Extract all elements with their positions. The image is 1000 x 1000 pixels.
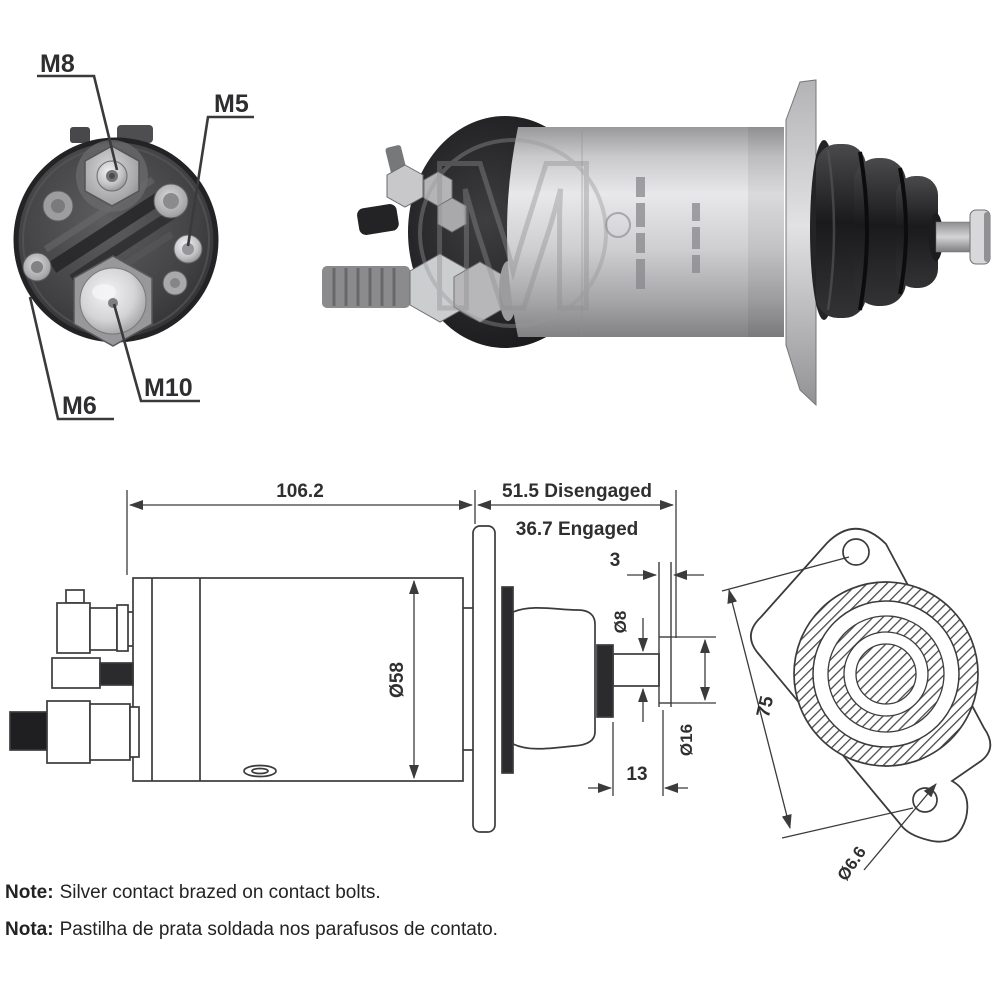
watermark-logo: M xyxy=(418,116,608,356)
note-portuguese: Nota:Pastilha de prata soldada nos paraf… xyxy=(5,919,498,941)
photo-rubber-boot xyxy=(816,144,938,318)
boot-plate xyxy=(501,586,514,774)
drain-hole xyxy=(243,764,277,778)
flange-dim-lines xyxy=(721,556,937,871)
leader-m6 xyxy=(28,296,114,421)
dim-hole-distance: 75 xyxy=(753,694,778,720)
note-english-text: Silver contact brazed on contact bolts. xyxy=(59,882,381,903)
boss-bottom-right xyxy=(162,270,188,296)
dim-body-length: 106.2 xyxy=(276,481,324,502)
photo-body-cylinder xyxy=(507,127,784,337)
label-m6: M6 xyxy=(62,392,97,420)
mounting-hole-bottom xyxy=(912,787,938,813)
flange-outline xyxy=(472,525,496,833)
threaded-stud xyxy=(9,711,48,751)
dim-hole-diameter: Ø6.6 xyxy=(834,843,870,884)
end-view-photo: M8 M5 M10 M6 xyxy=(13,50,254,421)
flange-view: 75 Ø6.6 xyxy=(721,527,992,884)
dim-body-diameter: Ø58 xyxy=(387,662,408,698)
boss-top-right xyxy=(153,183,189,219)
mid-terminal xyxy=(99,662,134,686)
terminal-m10-bolt xyxy=(73,255,153,347)
watermark-letter: M xyxy=(426,118,601,353)
note-english-label: Note: xyxy=(5,882,54,903)
leader-m8 xyxy=(37,74,119,171)
label-m5: M5 xyxy=(214,90,249,118)
boot-outline xyxy=(512,607,596,750)
sideview-outline xyxy=(132,525,672,833)
dim-shaft-length: 13 xyxy=(626,764,647,785)
sideview-terminals xyxy=(9,589,140,764)
dim-disc-diameter: Ø16 xyxy=(677,724,696,756)
photo-body-shade-band xyxy=(748,127,784,337)
terminal-m8-bolt xyxy=(76,140,148,212)
label-m8: M8 xyxy=(40,50,75,78)
photo-stamped-markings xyxy=(605,177,700,289)
plunger-shaft xyxy=(612,653,660,687)
plunger-base xyxy=(596,644,614,718)
note-portuguese-text: Pastilha de prata soldada nos parafusos … xyxy=(59,919,498,940)
boss-top-left xyxy=(42,190,74,222)
dim-hole-dia-leader xyxy=(863,783,937,871)
bolt-left xyxy=(22,252,52,282)
leader-m10 xyxy=(112,303,200,403)
note-portuguese-label: Nota: xyxy=(5,919,54,940)
dim-disc-thickness: 3 xyxy=(610,550,621,571)
product-photo: M xyxy=(322,79,991,407)
dimension-drawing: 106.2 51.5 Disengaged 36.7 Engaged 3 Ø8 … xyxy=(9,481,992,884)
leader-m5 xyxy=(186,115,254,247)
photo-plunger-pin xyxy=(929,209,991,265)
photo-terminal-studs xyxy=(322,145,517,323)
dimension-lines xyxy=(126,490,716,796)
flange-bore-rings xyxy=(793,581,979,767)
dim-disengaged: 51.5 Disengaged xyxy=(502,481,652,502)
dim-shaft-diameter: Ø8 xyxy=(611,611,630,634)
note-english: Note:Silver contact brazed on contact bo… xyxy=(5,882,381,904)
label-m10: M10 xyxy=(144,374,193,402)
callout-leaders xyxy=(28,74,254,421)
terminal-m5-stud xyxy=(173,234,203,264)
mounting-hole-top xyxy=(842,538,870,566)
dim-engaged: 36.7 Engaged xyxy=(516,519,639,540)
photo-flange xyxy=(785,79,817,407)
dim-hole-distance-line xyxy=(727,588,792,830)
